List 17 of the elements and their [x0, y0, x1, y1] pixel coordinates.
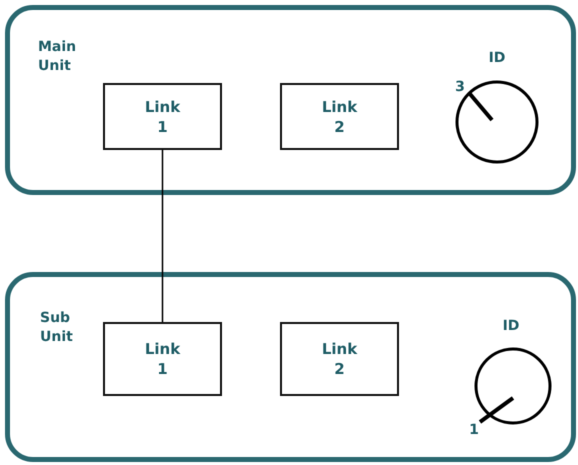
- unit-panel: [5, 5, 576, 195]
- dial-setting: 3: [455, 79, 465, 95]
- link-label: Link 1: [144, 339, 182, 379]
- link-box: [280, 83, 399, 150]
- link-box: [103, 322, 222, 396]
- unit-label: Sub Unit: [40, 309, 74, 347]
- dial-setting: 1: [469, 422, 479, 438]
- dial-label: ID: [502, 318, 520, 334]
- link-label: Link 2: [320, 339, 358, 379]
- link-label: Link 2: [320, 96, 358, 136]
- connector-line: [162, 150, 164, 322]
- link-label: Link 1: [144, 96, 182, 136]
- dial-label: ID: [488, 50, 506, 66]
- link-box: [280, 322, 399, 396]
- unit-label: Main Unit: [38, 38, 78, 76]
- link-box: [103, 83, 222, 150]
- unit-panel: [5, 272, 576, 462]
